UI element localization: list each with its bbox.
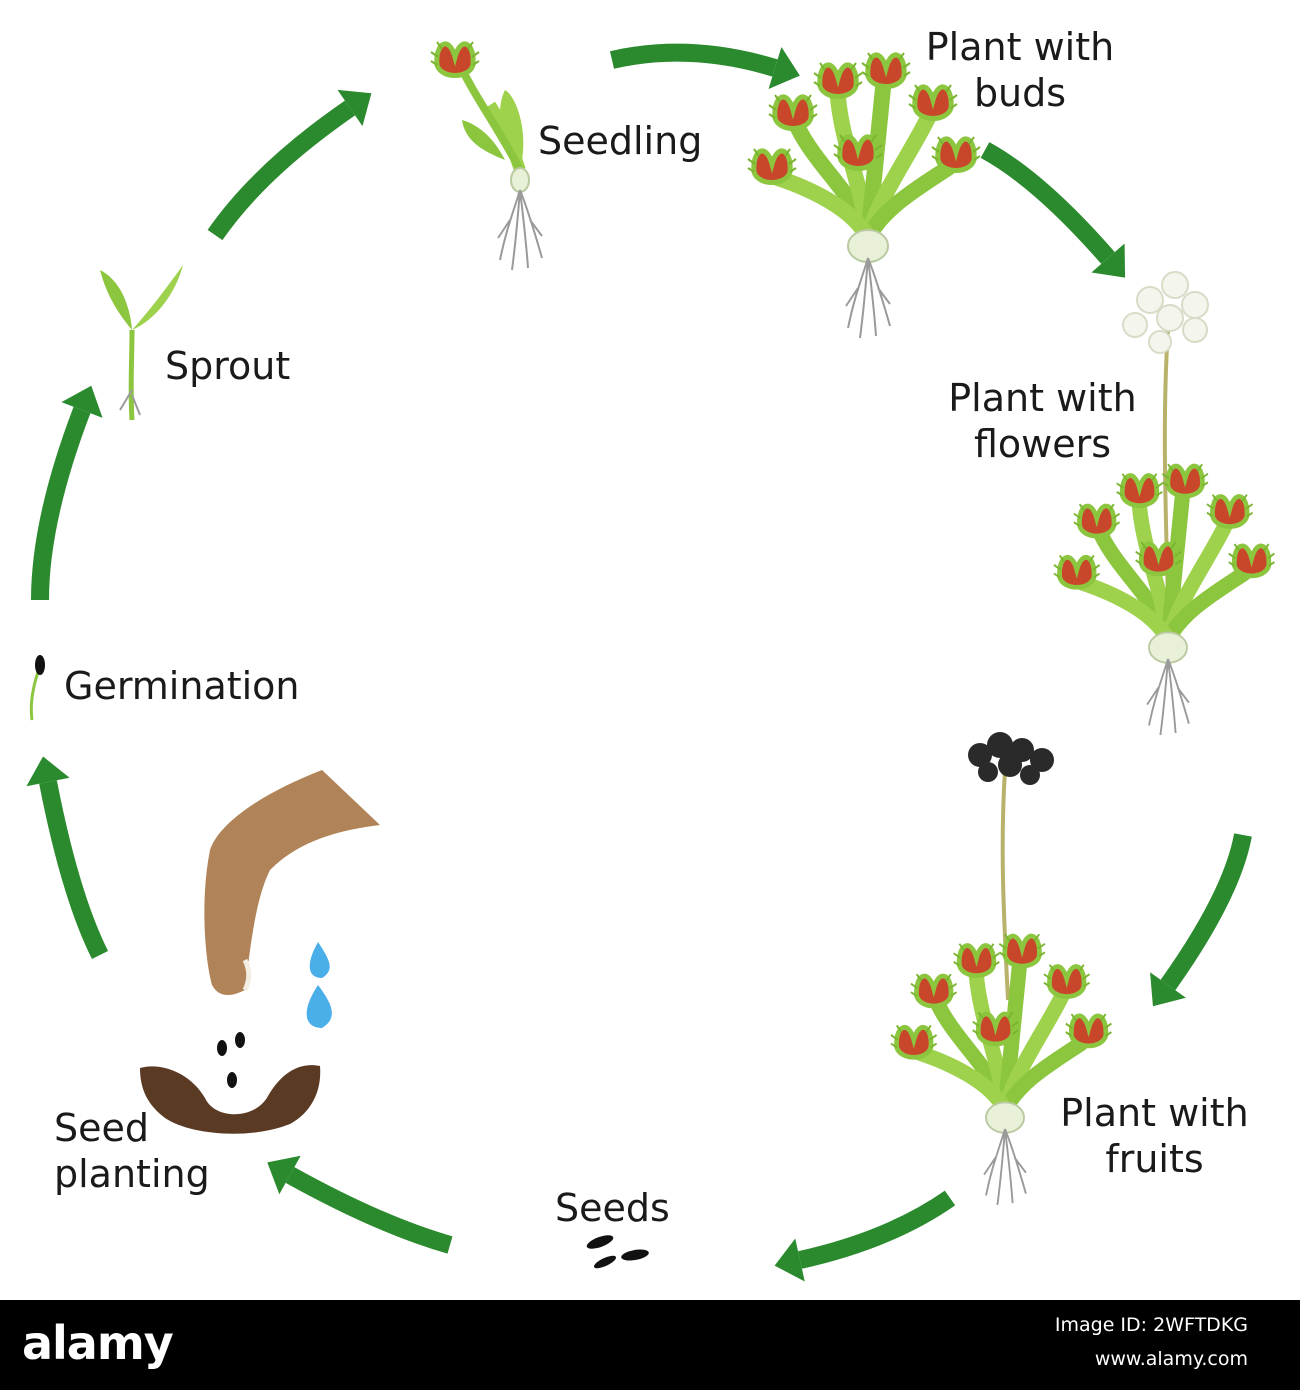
cycle-arrow-6 <box>39 780 109 960</box>
label-germination: Germination <box>64 664 300 708</box>
seedling-illustration <box>431 42 543 271</box>
sprout-illustration <box>100 265 183 421</box>
label-flowers-line2: flowers <box>973 422 1112 466</box>
label-buds-line2: buds <box>973 71 1067 115</box>
cycle-arrowhead-2 <box>1091 243 1126 278</box>
label-planting-line2: planting <box>54 1152 210 1196</box>
cycle-arrowhead-4 <box>774 1238 805 1282</box>
cycle-arrowhead-3 <box>1150 972 1186 1007</box>
cycle-arrow-3 <box>1160 833 1252 991</box>
label-plant-with-buds: Plant with buds <box>910 24 1130 116</box>
label-fruits-line2: fruits <box>1105 1137 1204 1181</box>
cycle-arrow-1 <box>609 43 778 77</box>
germination-illustration <box>29 655 45 721</box>
label-sprout: Sprout <box>165 344 291 388</box>
watermark-footer: alamy Image ID: 2WFTDKG www.alamy.com <box>0 1300 1300 1390</box>
label-seedling: Seedling <box>538 119 703 163</box>
cycle-arrowhead-5 <box>267 1155 301 1195</box>
label-buds-line1: Plant with <box>925 25 1115 69</box>
fruits-plant-illustration <box>891 732 1111 1205</box>
cycle-arrowhead-7 <box>61 385 103 418</box>
life-cycle-diagram <box>26 0 1300 1282</box>
cycle-arrowhead-6 <box>26 756 70 787</box>
cycle-arrows <box>26 43 1252 1282</box>
alamy-logo: alamy <box>22 1316 174 1370</box>
cycle-arrow-5 <box>285 1167 453 1254</box>
cycle-arrow-8 <box>207 100 356 241</box>
cycle-arrow-2 <box>980 142 1115 264</box>
seed-planting-illustration <box>140 770 380 1134</box>
label-plant-with-flowers: Plant with flowers <box>930 375 1155 467</box>
label-seeds: Seeds <box>555 1186 670 1230</box>
seeds-illustration <box>586 1235 649 1269</box>
cycle-arrowhead-8 <box>337 89 372 127</box>
label-seed-planting: Seed planting <box>54 1105 210 1197</box>
cycle-arrow-7 <box>31 406 91 601</box>
label-planting-line1: Seed <box>54 1106 149 1150</box>
label-plant-with-fruits: Plant with fruits <box>1042 1090 1267 1182</box>
flowers-plant-illustration <box>1054 271 1274 735</box>
site-url-text: www.alamy.com <box>1094 1348 1248 1370</box>
label-flowers-line1: Plant with <box>948 376 1137 420</box>
image-id-text: Image ID: 2WFTDKG <box>1054 1314 1248 1336</box>
label-fruits-line1: Plant with <box>1060 1091 1249 1135</box>
cycle-arrow-4 <box>798 1190 956 1269</box>
cycle-arrowhead-1 <box>768 46 800 90</box>
